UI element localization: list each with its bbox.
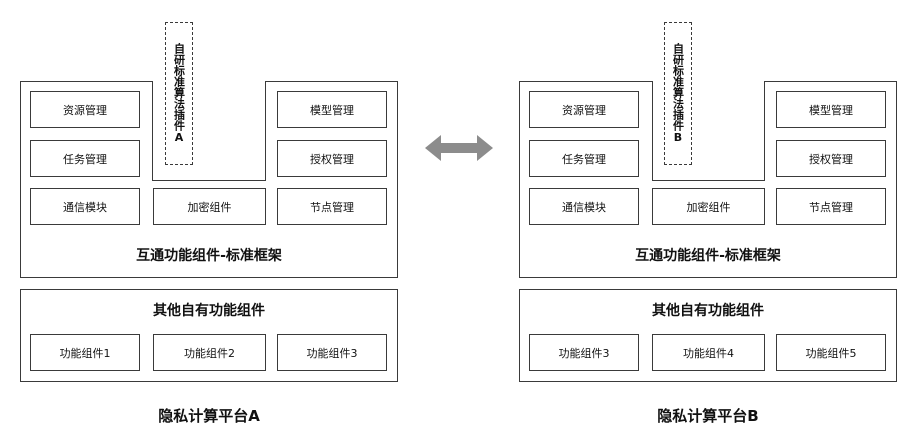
module-model-a: 模型管理: [277, 91, 387, 128]
module-label: 加密组件: [187, 200, 232, 214]
module-task-b: 任务管理: [529, 140, 639, 177]
module-label: 模型管理: [310, 103, 354, 117]
double-arrow-icon: [425, 135, 493, 161]
framework-label-a: 互通功能组件-标准框架: [136, 248, 282, 264]
component-b-3: 功能组件5: [776, 334, 886, 371]
component-a-3: 功能组件3: [277, 334, 387, 371]
module-comm-b: 通信模块: [529, 188, 639, 225]
other-components-title-a: 其他自有功能组件: [153, 303, 265, 319]
module-label: 授权管理: [809, 152, 853, 166]
plugin-a: 自研标准算法插件A: [165, 22, 193, 165]
module-label: 资源管理: [63, 103, 107, 117]
module-auth-b: 授权管理: [776, 140, 886, 177]
module-model-b: 模型管理: [776, 91, 886, 128]
module-resource-a: 资源管理: [30, 91, 140, 128]
component-a-2: 功能组件2: [153, 334, 266, 371]
component-b-1: 功能组件3: [529, 334, 639, 371]
component-label: 功能组件1: [59, 346, 111, 360]
module-label: 节点管理: [310, 200, 354, 214]
module-auth-a: 授权管理: [277, 140, 387, 177]
plugin-b-label: 自研标准算法插件B: [671, 43, 685, 144]
module-label: 通信模块: [562, 200, 606, 214]
component-label: 功能组件5: [805, 346, 857, 360]
platform-b-title: 隐私计算平台B: [657, 407, 759, 425]
component-b-2: 功能组件4: [652, 334, 765, 371]
module-task-a: 任务管理: [30, 140, 140, 177]
component-a-1: 功能组件1: [30, 334, 140, 371]
module-crypto-a: 加密组件: [153, 188, 266, 225]
platform-a-title: 隐私计算平台A: [158, 407, 260, 425]
module-label: 节点管理: [809, 200, 853, 214]
module-label: 模型管理: [809, 103, 853, 117]
module-node-a: 节点管理: [277, 188, 387, 225]
module-label: 加密组件: [686, 200, 731, 214]
module-label: 授权管理: [310, 152, 354, 166]
other-components-title-b: 其他自有功能组件: [652, 303, 764, 319]
module-label: 任务管理: [63, 152, 107, 166]
module-crypto-b: 加密组件: [652, 188, 765, 225]
module-resource-b: 资源管理: [529, 91, 639, 128]
component-label: 功能组件2: [184, 346, 235, 360]
module-node-b: 节点管理: [776, 188, 886, 225]
module-label: 资源管理: [562, 103, 606, 117]
plugin-b: 自研标准算法插件B: [664, 22, 692, 165]
component-label: 功能组件3: [558, 346, 610, 360]
plugin-a-label: 自研标准算法插件A: [172, 43, 186, 144]
module-label: 任务管理: [562, 152, 606, 166]
framework-label-b: 互通功能组件-标准框架: [635, 248, 781, 264]
module-label: 通信模块: [63, 200, 107, 214]
component-label: 功能组件4: [683, 346, 734, 360]
component-label: 功能组件3: [306, 346, 358, 360]
module-comm-a: 通信模块: [30, 188, 140, 225]
